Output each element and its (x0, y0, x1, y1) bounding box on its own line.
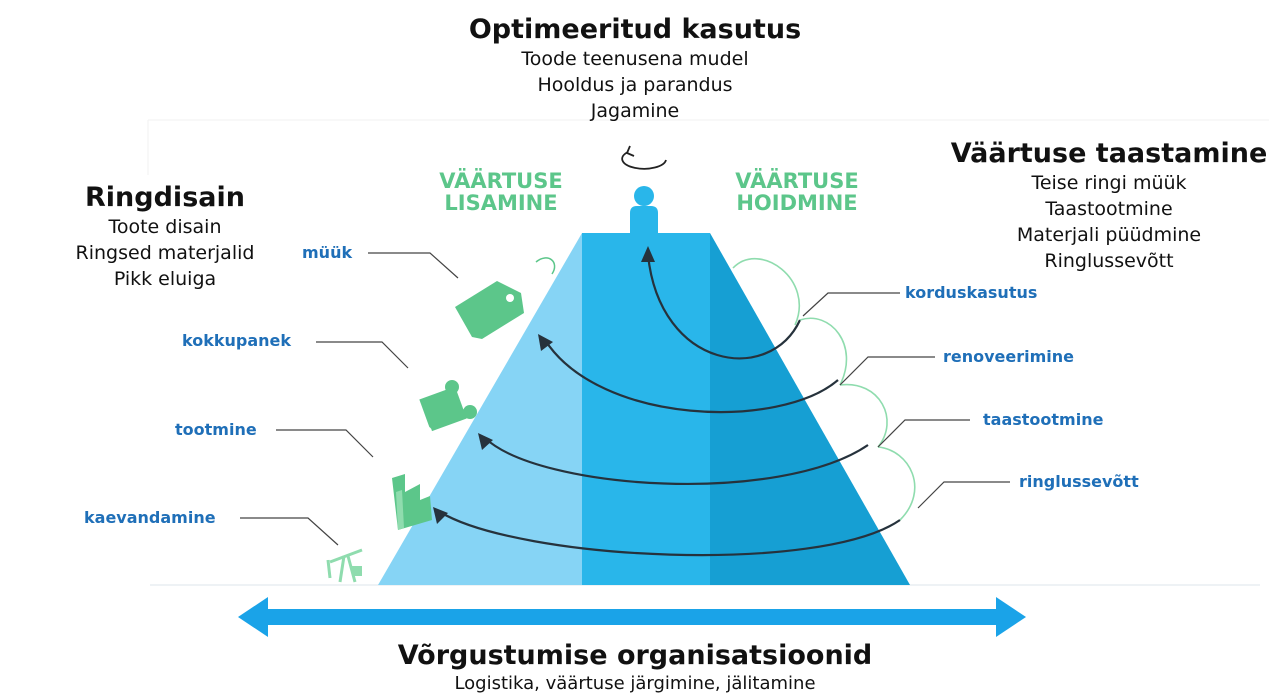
right-leader-lines (802, 292, 1010, 509)
step-label-mining: kaevandamine (84, 508, 216, 527)
value-recovery-item: Teise ringi müük (1031, 172, 1187, 194)
pyramid-right-face (710, 233, 910, 585)
circular-design-item: Pikk eluiga (113, 268, 217, 290)
step-label-production: tootmine (175, 420, 257, 439)
value-recovery-item: Taastootmine (1045, 198, 1173, 220)
recovery-loops (732, 257, 916, 521)
step-label-recycling: ringlussevõtt (1019, 472, 1139, 491)
networking-title: Võrgustumise organisatsioonid (397, 640, 873, 671)
factory-icon (392, 474, 432, 530)
step-label-remanufacturing: taastootmine (983, 410, 1104, 429)
step-label-reuse: korduskasutus (905, 283, 1038, 302)
arrow-heads (433, 246, 655, 524)
pyramid-middle-face (582, 233, 710, 585)
value-recovery-item: Ringlussevõtt (1044, 250, 1174, 272)
puzzle-icon (419, 380, 477, 438)
value-recovery-title: Väärtuse taastamine (950, 138, 1268, 169)
value-recovery-item: Materjali püüdmine (1016, 224, 1202, 246)
optimized-use-block: Optimeeritud kasutus Toode teenusena mud… (440, 14, 830, 124)
price-tag-icon (455, 257, 556, 339)
circular-design-block: Ringdisain Toote disain Ringsed materjal… (50, 182, 280, 292)
circular-design-item: Ringsed materjalid (75, 242, 255, 264)
step-label-sale: müük (302, 243, 353, 262)
value-adding-label: VÄÄRTUSE LISAMINE (439, 169, 563, 215)
pyramid-left-face (378, 233, 582, 585)
optimized-use-item: Toode teenusena mudel (521, 48, 749, 70)
flow-arrows (439, 254, 901, 557)
oil-pump-icon (326, 548, 363, 583)
left-leader-lines (240, 252, 459, 546)
value-recovery-block: Väärtuse taastamine Teise ringi müük Taa… (950, 138, 1268, 274)
networking-block: Võrgustumise organisatsioonid Logistika,… (330, 640, 940, 696)
person-icon (630, 186, 658, 233)
step-label-assembly: kokkupanek (182, 331, 292, 350)
value-keeping-label: VÄÄRTUSE HOIDMINE (735, 169, 859, 215)
circular-design-title: Ringdisain (85, 182, 245, 213)
networking-subtitle: Logistika, väärtuse järgimine, jälitamin… (454, 673, 816, 694)
circular-design-item: Toote disain (108, 216, 222, 238)
double-arrow (238, 597, 1026, 637)
optimized-use-title: Optimeeritud kasutus (468, 14, 802, 45)
optimized-use-item: Jagamine (590, 100, 680, 122)
refresh-arrow-icon (621, 145, 667, 170)
step-label-refurbishment: renoveerimine (943, 347, 1075, 366)
optimized-use-item: Hooldus ja parandus (537, 74, 733, 96)
